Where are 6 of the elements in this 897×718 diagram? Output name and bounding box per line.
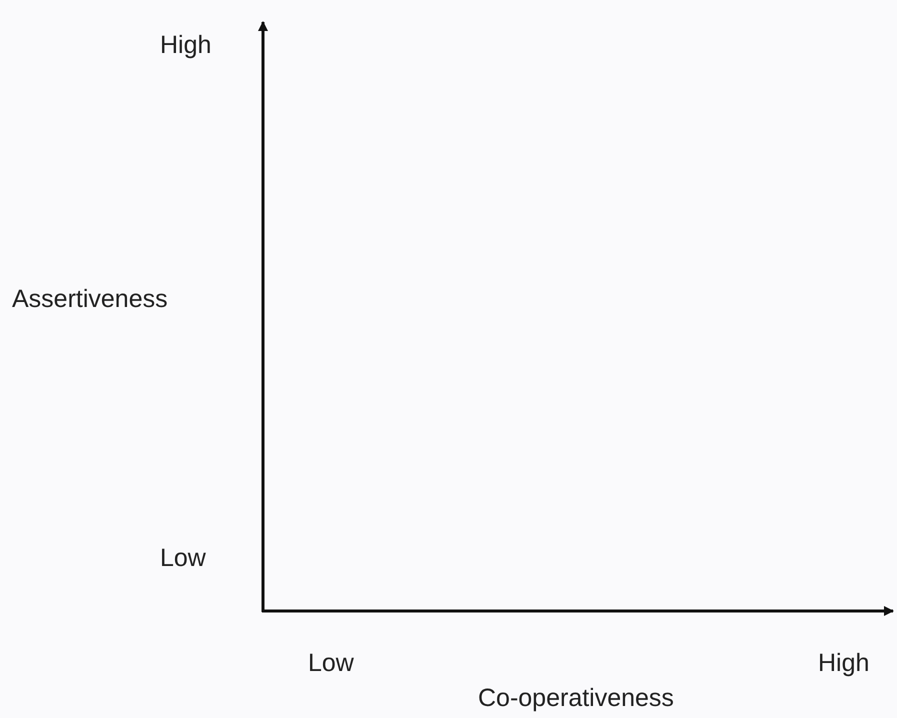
axis-label: Assertiveness [12,284,168,314]
axis-label: High [160,30,212,60]
axis-label: High [818,648,870,678]
axis-label: Low [160,543,206,573]
axis-label: Low [308,648,354,678]
axis-label: Co-operativeness [478,683,674,713]
